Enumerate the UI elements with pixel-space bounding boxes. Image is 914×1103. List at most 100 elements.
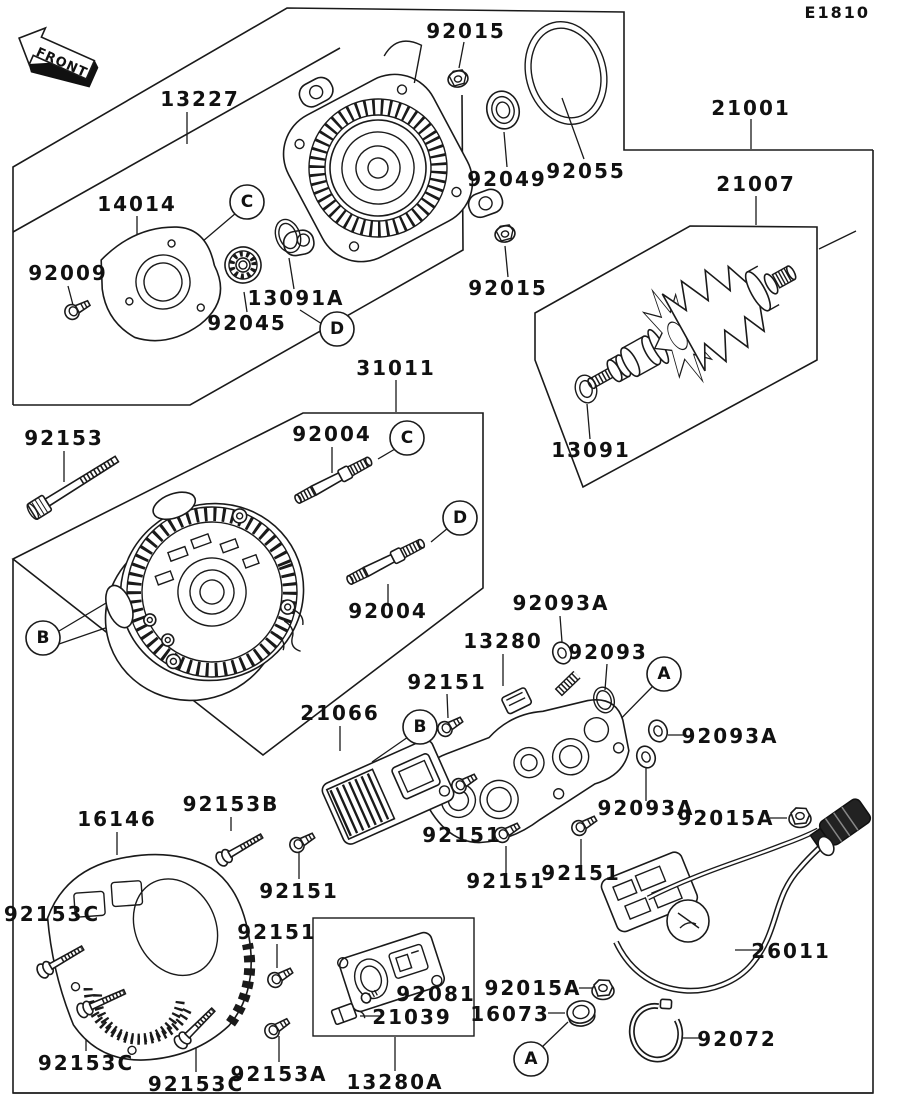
part-label-92093A-2: 92093A bbox=[681, 724, 778, 748]
callout-letter: D bbox=[330, 319, 344, 339]
part-label-92151-3: 92151 bbox=[237, 920, 317, 944]
screw-92151-icon bbox=[287, 829, 317, 855]
part-label-92015-2: 92015 bbox=[468, 276, 548, 300]
part-label-92009: 92009 bbox=[28, 261, 108, 285]
part-label-92151-5: 92151 bbox=[466, 869, 546, 893]
stator-housing-drawing bbox=[104, 491, 305, 702]
callout-C-1: C bbox=[229, 184, 265, 220]
part-label-92153: 92153 bbox=[24, 426, 104, 450]
part-label-92151-2: 92151 bbox=[259, 879, 339, 903]
part-label-92015A-1: 92015A bbox=[677, 806, 774, 830]
callout-B-2: B bbox=[402, 709, 438, 745]
part-label-13280A: 13280A bbox=[346, 1070, 443, 1094]
callout-letter: D bbox=[453, 508, 467, 528]
washer-13091-drawing bbox=[574, 374, 598, 404]
nut-92015-icon bbox=[492, 222, 518, 245]
washer-92093A-icon bbox=[632, 742, 660, 772]
bolt-92153B-icon bbox=[214, 830, 266, 868]
regulator-drawing bbox=[321, 739, 455, 845]
stud-92004-icon bbox=[293, 455, 374, 506]
callout-D-1: D bbox=[319, 311, 355, 347]
cable-clamp-drawing bbox=[628, 998, 684, 1063]
part-label-92015-1: 92015 bbox=[426, 19, 506, 43]
nut-92015A-icon bbox=[591, 979, 615, 1001]
callout-markers: C D C D B B A A bbox=[25, 184, 682, 1077]
seal-drawing bbox=[485, 90, 521, 130]
callout-C-2: C bbox=[389, 420, 425, 456]
part-label-92151-1: 92151 bbox=[407, 670, 487, 694]
callout-letter: B bbox=[37, 628, 50, 648]
front-housing-drawing bbox=[282, 40, 504, 263]
part-label-92004-1: 92004 bbox=[292, 422, 372, 446]
oring-13091A-drawing bbox=[274, 218, 302, 254]
part-label-92153A: 92153A bbox=[230, 1062, 327, 1086]
part-label-92015A-2: 92015A bbox=[484, 976, 581, 1000]
part-label-26011: 26011 bbox=[751, 939, 831, 963]
diagram-code: E1810 bbox=[805, 3, 870, 22]
part-label-21007: 21007 bbox=[716, 172, 796, 196]
part-label-92045: 92045 bbox=[207, 311, 287, 335]
harness-drawing bbox=[600, 798, 872, 994]
part-label-21066: 21066 bbox=[300, 701, 380, 725]
callout-letter: C bbox=[241, 192, 253, 212]
bearing-drawing bbox=[224, 246, 262, 284]
cover-plate-drawing bbox=[100, 226, 222, 342]
part-label-14014: 14014 bbox=[97, 192, 177, 216]
part-label-13280: 13280 bbox=[463, 629, 543, 653]
part-label-92153C-1: 92153C bbox=[4, 902, 100, 926]
part-label-92151-6: 92151 bbox=[541, 861, 621, 885]
screw-92153A-icon bbox=[262, 1015, 292, 1041]
part-label-31011: 31011 bbox=[356, 356, 436, 380]
part-number-labels: E1810 13227 92015 92049 92055 21001 2100… bbox=[4, 3, 870, 1096]
grommet-drawing bbox=[566, 1000, 596, 1027]
screw-92151-icon bbox=[569, 812, 599, 838]
screw-92009-icon bbox=[62, 296, 92, 321]
washer-92093A-icon bbox=[644, 716, 672, 746]
nut-92015A-icon bbox=[788, 807, 812, 829]
screw-92151-icon bbox=[435, 713, 465, 739]
callout-letter: A bbox=[657, 664, 671, 684]
part-label-16073: 16073 bbox=[470, 1002, 550, 1026]
oring-92055-drawing bbox=[524, 21, 608, 125]
screw-92151-icon bbox=[265, 964, 295, 990]
part-label-92093A-3: 92093A bbox=[597, 796, 694, 820]
small-screw-92081-drawing bbox=[360, 988, 380, 1004]
outer-cover-drawing bbox=[46, 853, 256, 1061]
part-label-13091: 13091 bbox=[551, 438, 631, 462]
callout-A-1: A bbox=[646, 656, 682, 692]
part-label-92093A-1: 92093A bbox=[512, 591, 609, 615]
rotor-drawing bbox=[587, 264, 797, 390]
callout-letter: C bbox=[401, 428, 413, 448]
part-label-92093: 92093 bbox=[568, 640, 648, 664]
stud-92004-icon bbox=[345, 537, 427, 587]
fasteners bbox=[25, 67, 812, 1051]
part-label-92153C-3: 92153C bbox=[148, 1072, 244, 1096]
part-label-92004-2: 92004 bbox=[348, 599, 428, 623]
part-label-21001: 21001 bbox=[711, 96, 791, 120]
part-label-92153C-2: 92153C bbox=[38, 1051, 134, 1075]
part-label-92049: 92049 bbox=[467, 167, 547, 191]
part-label-13227: 13227 bbox=[160, 87, 240, 111]
part-label-92081: 92081 bbox=[396, 982, 476, 1006]
callout-A-2: A bbox=[513, 1041, 549, 1077]
part-label-92151-4: 92151 bbox=[422, 823, 502, 847]
callout-D-2: D bbox=[442, 500, 478, 536]
front-direction-arrow: FRONT bbox=[18, 26, 99, 88]
part-label-92153B: 92153B bbox=[183, 792, 280, 816]
part-label-21039: 21039 bbox=[372, 1005, 452, 1029]
rectifier-holder-drawing bbox=[419, 670, 630, 844]
callout-B-1: B bbox=[25, 620, 61, 656]
group-boxes bbox=[11, 7, 874, 1094]
nut-92015-icon bbox=[445, 67, 471, 90]
callout-letter: B bbox=[414, 717, 427, 737]
brush-drawing bbox=[330, 1002, 366, 1026]
callout-letter: A bbox=[524, 1049, 538, 1069]
terminal-connector-drawing bbox=[337, 931, 446, 1013]
part-label-92072: 92072 bbox=[697, 1027, 777, 1051]
bolt-92153-icon bbox=[25, 451, 121, 521]
part-label-13091A: 13091A bbox=[247, 286, 344, 310]
oring-92093-icon bbox=[592, 686, 616, 714]
part-label-16146: 16146 bbox=[77, 807, 157, 831]
